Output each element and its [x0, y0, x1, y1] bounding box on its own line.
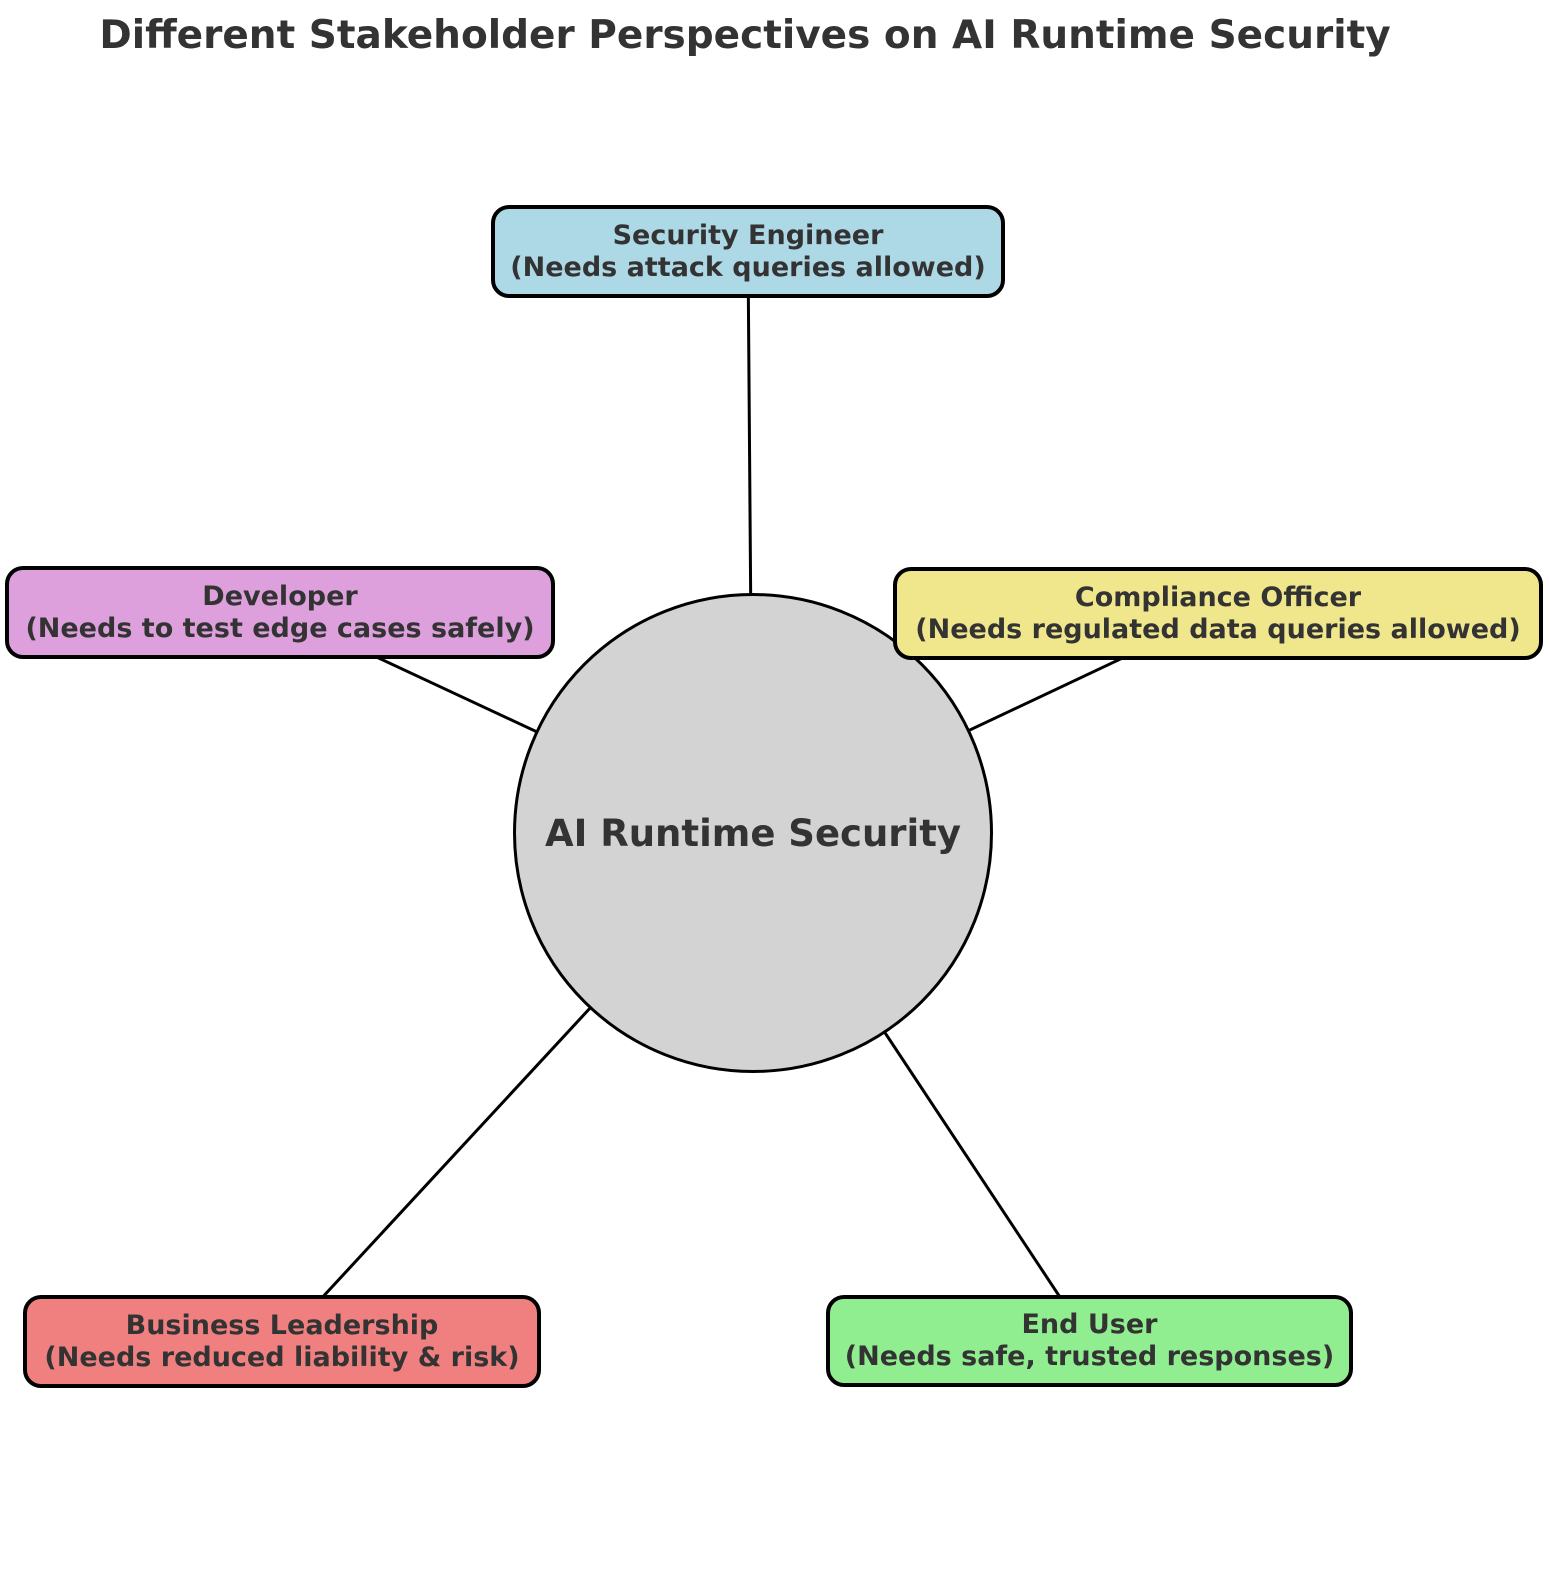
stakeholder-box-developer: Developer (Needs to test edge cases safe… — [5, 566, 555, 659]
stakeholder-name: Developer — [202, 580, 358, 612]
stakeholder-box-security-engineer: Security Engineer (Needs attack queries … — [491, 205, 1005, 298]
stakeholder-need: (Needs attack queries allowed) — [510, 251, 986, 283]
center-node-label: AI Runtime Security — [544, 811, 962, 855]
stakeholder-need: (Needs regulated data queries allowed) — [915, 613, 1521, 645]
stakeholder-name: Security Engineer — [612, 219, 884, 251]
stakeholder-box-compliance-officer: Compliance Officer (Needs regulated data… — [893, 567, 1543, 660]
stakeholder-need: (Needs reduced liability & risk) — [44, 1341, 520, 1373]
stakeholder-name: Business Leadership — [125, 1309, 439, 1341]
stakeholder-name: End User — [1021, 1309, 1158, 1340]
center-node-ai-runtime-security: AI Runtime Security — [513, 593, 993, 1073]
stakeholder-box-end-user: End User (Needs safe, trusted responses) — [826, 1295, 1353, 1387]
stakeholder-need: (Needs to test edge cases safely) — [25, 612, 535, 644]
stakeholder-box-business-leadership: Business Leadership (Needs reduced liabi… — [23, 1295, 541, 1388]
stakeholder-name: Compliance Officer — [1074, 581, 1362, 613]
page-title: Different Stakeholder Perspectives on AI… — [99, 13, 1391, 58]
stakeholder-need: (Needs safe, trusted responses) — [844, 1341, 1335, 1372]
